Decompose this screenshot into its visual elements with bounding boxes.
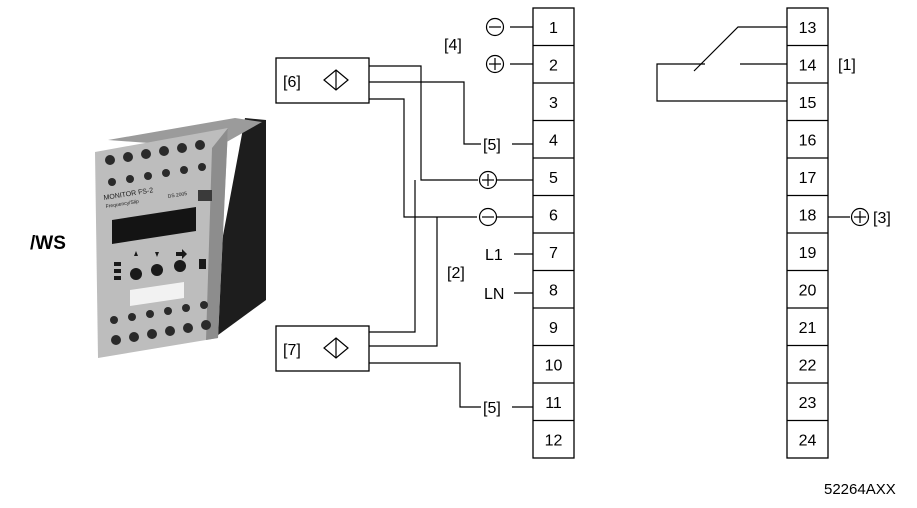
terminal-number: 3: [549, 95, 558, 112]
blank-label: [130, 282, 184, 306]
terminal-number: 14: [799, 57, 817, 74]
minus-icon: [478, 207, 498, 227]
terminal-number: 15: [799, 95, 817, 112]
terminal-number: 20: [799, 282, 817, 299]
terminal-number: 1: [549, 20, 558, 37]
ref-5-top-label: [5]: [483, 137, 501, 154]
terminal-number: 2: [549, 57, 558, 74]
output-led: [199, 259, 206, 269]
ln-label: LN: [484, 286, 504, 303]
minus-icon: [485, 17, 505, 37]
terminal-number: 5: [549, 170, 558, 187]
sensor-icon: [323, 69, 349, 91]
terminal-number: 12: [545, 432, 563, 449]
sensor-6-label: [6]: [283, 74, 301, 91]
terminal-number: 19: [799, 245, 817, 262]
terminal-number: 10: [545, 357, 563, 374]
sensor-7-label: [7]: [283, 342, 301, 359]
sensor-7: [7]: [275, 325, 370, 372]
display-window: [112, 207, 196, 244]
terminal-number: 16: [799, 132, 817, 149]
terminal-number: 7: [549, 245, 558, 262]
ref-2-label: [2]: [447, 265, 465, 282]
figure-code: 52264AXX: [824, 481, 896, 498]
device-photo: MONITOR FS-2 Frequency/Slip DS 2005: [95, 118, 266, 358]
terminal-number: 21: [799, 320, 817, 337]
ref-3-label: [3]: [873, 210, 891, 227]
terminal-number: 13: [799, 20, 817, 37]
terminal-number: 9: [549, 320, 558, 337]
plus-icon: [850, 207, 870, 227]
sensor-icon: [323, 337, 349, 359]
terminal-number: 18: [799, 207, 817, 224]
plus-icon: [478, 170, 498, 190]
sensor-6: [6]: [275, 57, 370, 104]
plus-icon: [485, 54, 505, 74]
terminal-number: 8: [549, 282, 558, 299]
terminal-number: 4: [549, 132, 558, 149]
ref-5-bottom-label: [5]: [483, 400, 501, 417]
terminal-numbers-right: 13 14 15 16 17 18 19 20 21 22 23 24: [799, 20, 817, 450]
faceplate-subtitle: Frequency/Slip: [105, 199, 139, 210]
faceplate-code: DS 2005: [167, 191, 187, 200]
led-indicators: [114, 262, 121, 280]
ref-4-label: [4]: [444, 37, 462, 54]
terminal-number: 17: [799, 170, 817, 187]
terminal-number: 11: [545, 395, 562, 412]
terminal-number: 23: [799, 395, 817, 412]
l1-label: L1: [485, 247, 503, 264]
ref-1-label: [1]: [838, 57, 856, 74]
brand-logo: [198, 190, 212, 201]
terminal-block-left: [532, 7, 575, 459]
front-buttons: [130, 249, 187, 280]
wiring: [369, 26, 850, 408]
device-variant-label: /WS: [30, 233, 66, 254]
terminal-number: 6: [549, 207, 558, 224]
terminal-number: 22: [799, 357, 817, 374]
terminal-number: 24: [799, 432, 817, 449]
terminal-block-right: [786, 7, 829, 459]
polarity-symbols: [478, 17, 870, 227]
